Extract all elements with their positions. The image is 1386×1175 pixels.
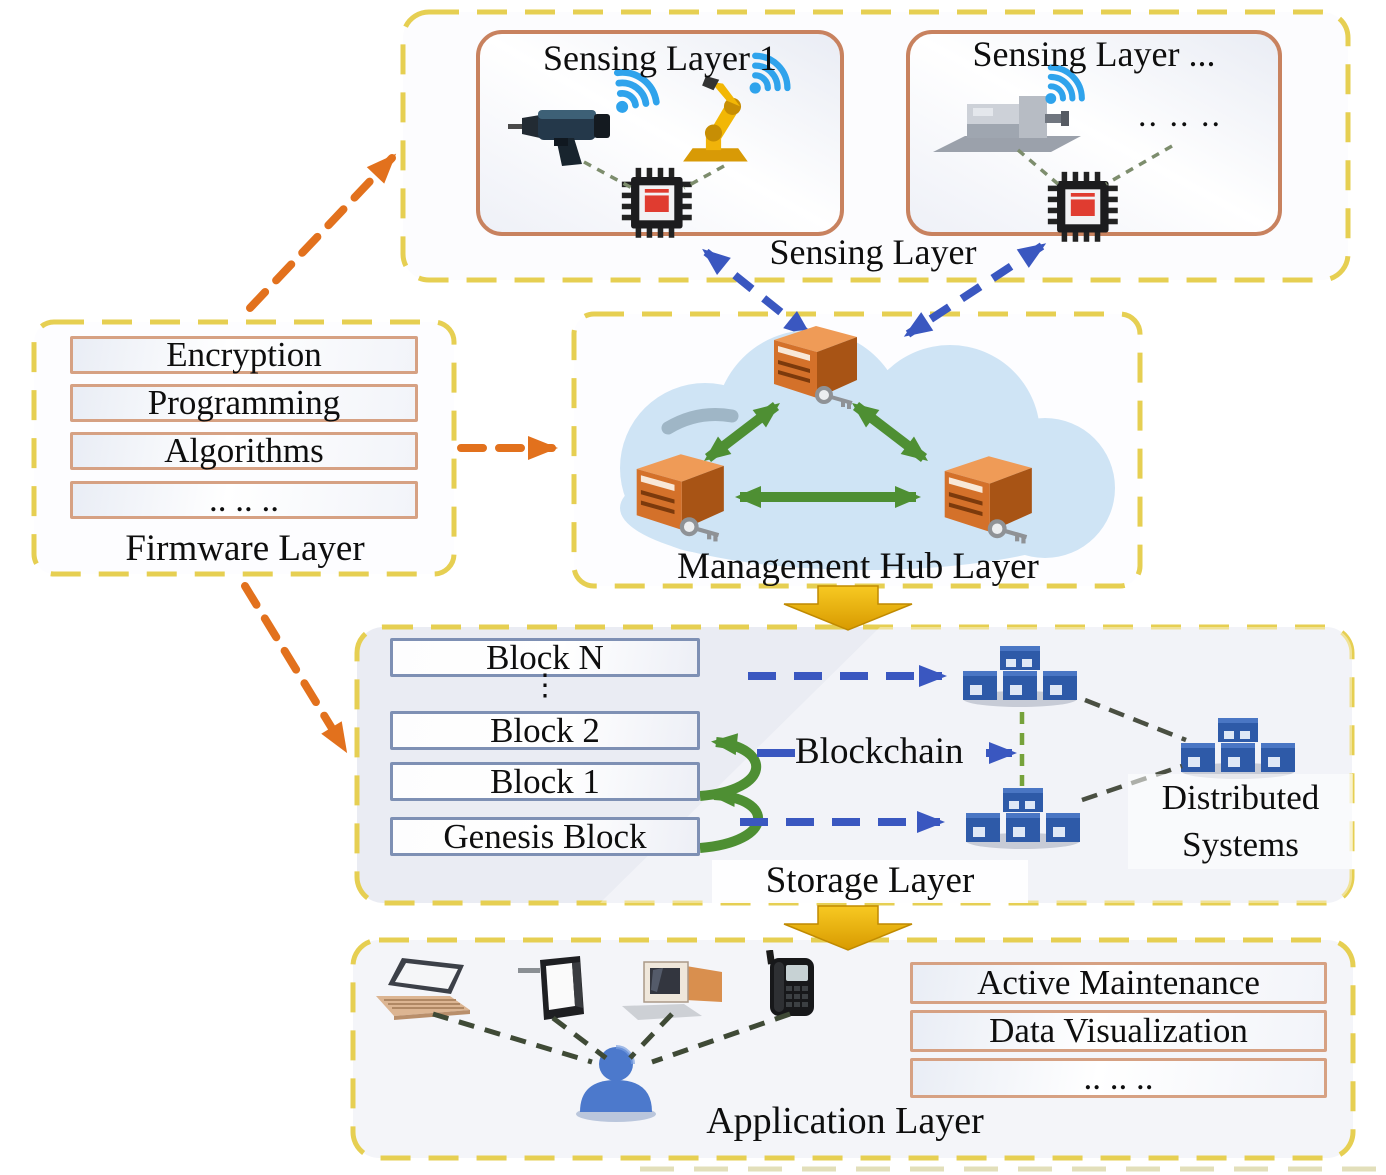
- device-to-chip-links: [1016, 144, 1173, 186]
- block-item: Block N: [390, 638, 700, 677]
- application-layer-label: Application Layer: [706, 1100, 984, 1142]
- firmware-item: Encryption: [70, 335, 418, 374]
- blockchain-label: Blockchain: [795, 731, 964, 772]
- block-item: Block 2: [390, 711, 700, 750]
- firmware-item: Programming: [70, 383, 418, 422]
- firmware-layer-label: Firmware Layer: [125, 528, 365, 569]
- down-arrow: [783, 905, 913, 951]
- application-item: .. .. ..: [910, 1058, 1327, 1098]
- distributed-systems-line2: Systems: [1182, 825, 1299, 865]
- block-item: Block 1: [390, 762, 700, 801]
- sensing-layer-label: Sensing Layer: [769, 232, 977, 272]
- down-arrow: [783, 585, 913, 631]
- block-ellipsis: ⋮: [530, 669, 560, 702]
- sensing-box-2-dots: .. .. ..: [1138, 97, 1222, 134]
- distributed-systems-label: Distributed Systems: [1128, 774, 1353, 869]
- application-item: Active Maintenance: [910, 962, 1327, 1004]
- phone-icon: [766, 950, 814, 1016]
- management-hub-layer-label: Management Hub Layer: [677, 546, 1039, 587]
- device-to-user-links: [432, 1011, 791, 1065]
- firmware-arrows: [241, 153, 558, 754]
- block-item: Genesis Block: [390, 817, 700, 856]
- sensing-hub-arrows: [702, 242, 1047, 338]
- firmware-item: Algorithms: [70, 431, 418, 470]
- firmware-item: .. .. ..: [70, 480, 418, 519]
- sensing-box-2: [906, 30, 1282, 236]
- chip-icon: [621, 167, 692, 238]
- server-link-arrows: [704, 402, 928, 508]
- sensing-box-2-title: Sensing Layer ...: [972, 34, 1216, 74]
- sensing-box-1-title: Sensing Layer 1: [543, 38, 777, 78]
- device-to-chip-links: [583, 160, 725, 190]
- block-to-cluster-arrows: [740, 665, 947, 833]
- application-item: Data Visualization: [910, 1010, 1327, 1052]
- distributed-systems-line1: Distributed: [1161, 778, 1320, 817]
- storage-layer-label: Storage Layer: [712, 860, 1028, 903]
